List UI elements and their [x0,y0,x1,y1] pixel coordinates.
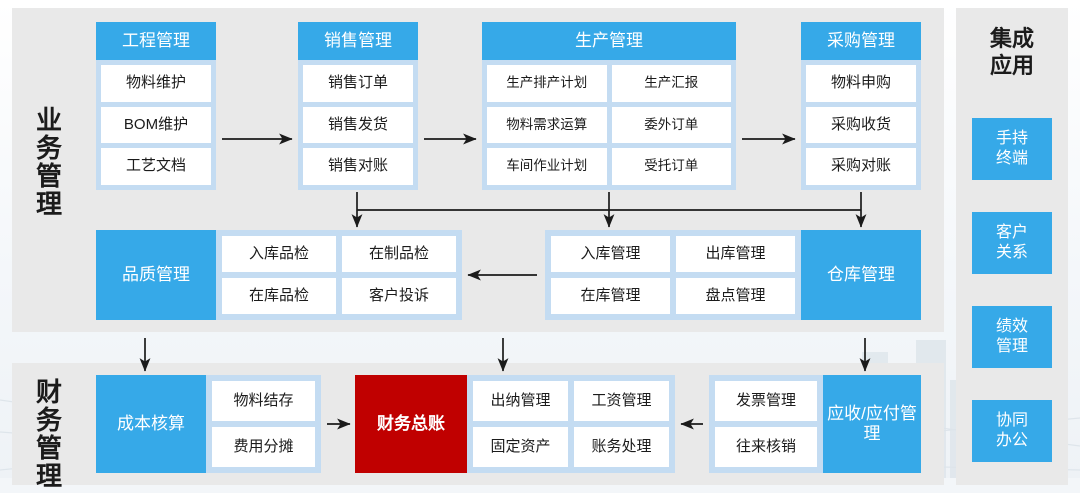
app-tile-handheld-terminal[interactable]: 手持 终端 [972,118,1052,180]
item-inbound-management[interactable]: 入库管理 [551,236,670,272]
item-instock-inspection[interactable]: 在库品检 [222,278,336,314]
module-header-purchasing[interactable]: 采购管理 [801,22,921,60]
finance-label-char-2: 务 [35,405,62,436]
item-material-maintenance[interactable]: 物料维护 [101,65,211,102]
app-tile-customer-relationship[interactable]: 客户 关系 [972,212,1052,274]
app-tile-collaborative-office-line-2: 办公 [995,432,1028,449]
module-header-warehouse[interactable]: 仓库管理 [801,230,921,320]
label-char-3: 管 [35,161,62,192]
item-instock-management[interactable]: 在库管理 [551,278,670,314]
item-wip-inspection[interactable]: 在制品检 [342,236,456,272]
module-general-ledger[interactable]: 财务总账 出纳管理 工资管理 固定资产 账务处理 [355,375,675,473]
label-char-2: 务 [35,133,62,164]
item-entrusted-order[interactable]: 受托订单 [611,148,731,186]
module-warehouse-management[interactable]: 入库管理 出库管理 在库管理 盘点管理 仓库管理 [545,230,921,320]
finance-label-char-1: 财 [35,377,62,407]
item-payroll-management[interactable]: 工资管理 [574,381,669,421]
business-management-label: 业 务 管 理 [32,106,66,218]
integrated-applications-title: 集成 应用 [956,26,1068,80]
module-header-production[interactable]: 生产管理 [482,22,736,60]
label-char-4: 理 [35,189,62,220]
item-inbound-inspection[interactable]: 入库品检 [222,236,336,272]
app-tile-collaborative-office-line-1: 协同 [995,412,1028,430]
item-sales-delivery[interactable]: 销售发货 [303,106,413,144]
module-receivable-payable[interactable]: 发票管理 往来核销 应收/应付管理 [709,375,921,473]
app-tile-collaborative-office[interactable]: 协同 办公 [972,400,1052,462]
app-tile-handheld-terminal-line-1: 手持 [995,130,1028,148]
item-process-document[interactable]: 工艺文档 [101,148,211,186]
app-tile-customer-relationship-line-1: 客户 [995,224,1028,242]
item-sales-reconciliation[interactable]: 销售对账 [303,148,413,186]
item-purchase-receipt[interactable]: 采购收货 [806,106,916,144]
module-purchasing-management[interactable]: 采购管理 物料申购 采购收货 采购对账 [801,22,921,190]
item-invoice-management[interactable]: 发票管理 [715,381,817,421]
app-tile-handheld-terminal-line-2: 终端 [995,150,1028,167]
item-material-balance[interactable]: 物料结存 [212,381,315,421]
item-settlement-writeoff[interactable]: 往来核销 [715,427,817,467]
finance-label-char-4: 理 [35,461,62,492]
apps-title-line-1: 集成 [989,26,1034,51]
item-outsourcing-order[interactable]: 委外订单 [611,106,731,144]
item-material-requirement-calc[interactable]: 物料需求运算 [487,106,607,144]
item-workshop-job-plan[interactable]: 车间作业计划 [487,148,607,186]
app-tile-customer-relationship-line-2: 关系 [995,244,1028,261]
module-quality-management[interactable]: 品质管理 入库品检 在制品检 在库品检 客户投诉 [96,230,462,320]
item-outbound-management[interactable]: 出库管理 [676,236,795,272]
item-stocktaking-management[interactable]: 盘点管理 [676,278,795,314]
finance-label-char-3: 管 [35,433,62,464]
finance-management-label: 财 务 管 理 [32,378,66,490]
item-accounting-processing[interactable]: 账务处理 [574,427,669,467]
module-header-quality[interactable]: 品质管理 [96,230,216,320]
app-tile-performance-management[interactable]: 绩效 管理 [972,306,1052,368]
item-purchase-reconciliation[interactable]: 采购对账 [806,148,916,186]
item-bom-maintenance[interactable]: BOM维护 [101,106,211,144]
item-sales-order[interactable]: 销售订单 [303,65,413,102]
module-cost-accounting[interactable]: 成本核算 物料结存 费用分摊 [96,375,321,473]
item-expense-allocation[interactable]: 费用分摊 [212,427,315,467]
module-header-general-ledger[interactable]: 财务总账 [355,375,467,473]
item-customer-complaint[interactable]: 客户投诉 [342,278,456,314]
module-header-sales[interactable]: 销售管理 [298,22,418,60]
module-sales-management[interactable]: 销售管理 销售订单 销售发货 销售对账 [298,22,418,190]
item-production-schedule-plan[interactable]: 生产排产计划 [487,65,607,102]
item-production-report[interactable]: 生产汇报 [611,65,731,102]
app-tile-performance-management-line-1: 绩效 [995,318,1028,336]
item-cashier-management[interactable]: 出纳管理 [473,381,568,421]
app-tile-performance-management-line-2: 管理 [995,338,1028,355]
item-material-requisition[interactable]: 物料申购 [806,65,916,102]
module-header-receivable-payable[interactable]: 应收/应付管理 [823,375,921,473]
module-engineering-management[interactable]: 工程管理 物料维护 BOM维护 工艺文档 [96,22,216,190]
module-production-management[interactable]: 生产管理 生产排产计划 生产汇报 物料需求运算 委外订单 车间作业计划 受托订单 [482,22,736,190]
module-header-cost-accounting[interactable]: 成本核算 [96,375,206,473]
label-char-1: 业 [35,105,62,135]
apps-title-line-2: 应用 [989,52,1034,78]
item-fixed-assets[interactable]: 固定资产 [473,427,568,467]
module-header-engineering[interactable]: 工程管理 [96,22,216,60]
